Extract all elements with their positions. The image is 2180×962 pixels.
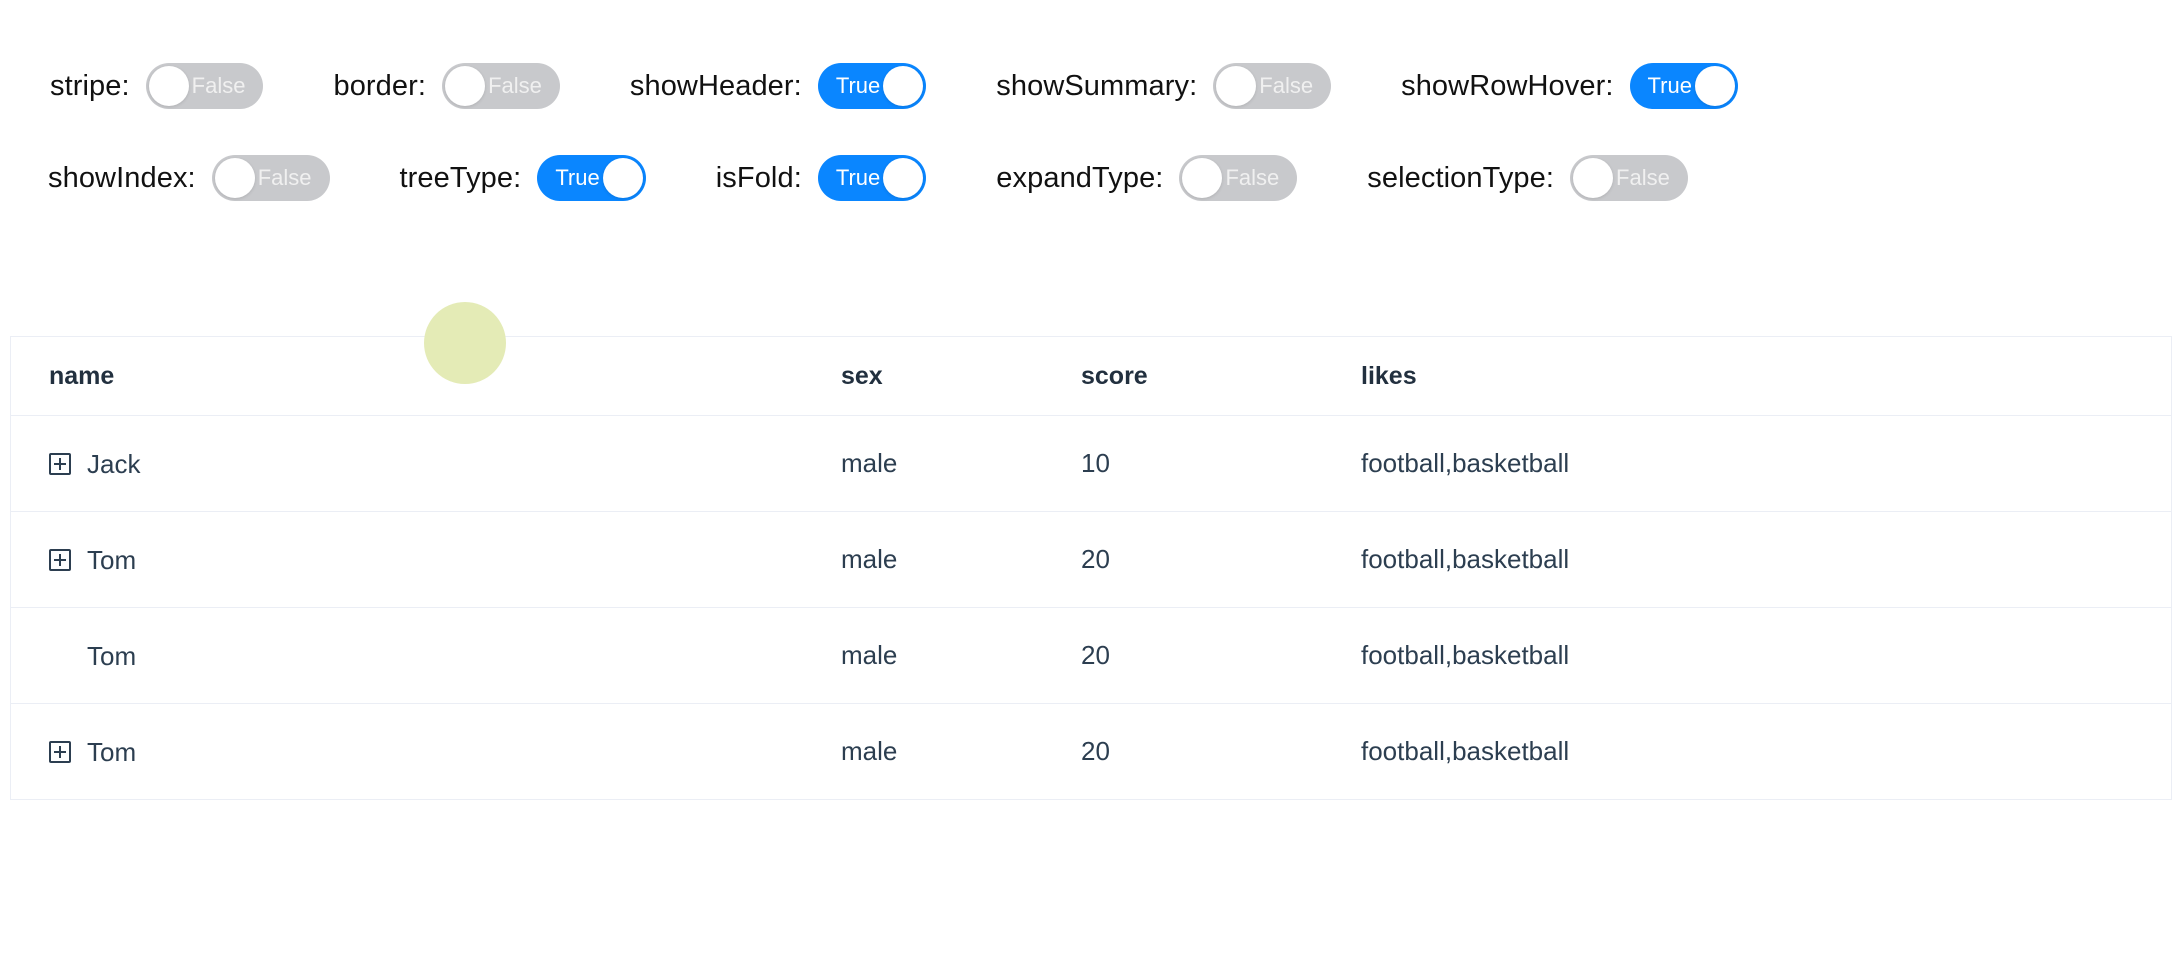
switch-label: showSummary: xyxy=(996,69,1198,102)
switch-value-text: False xyxy=(1616,165,1670,190)
expand-plus-icon[interactable] xyxy=(49,740,71,763)
toggle-switch-showrowhover[interactable]: True xyxy=(1629,63,1738,109)
switch-value-text: False xyxy=(191,73,246,98)
switch-value-text: True xyxy=(1647,73,1692,98)
data-table: name sex score likes Jack male 10 football,… xyxy=(10,336,2172,800)
switch-label: showHeader: xyxy=(629,69,802,102)
cell-name-text: Tom xyxy=(87,642,137,669)
switch-value-text: True xyxy=(835,165,881,190)
column-header-likes[interactable]: likes xyxy=(1361,361,1417,390)
switch-value-text: False xyxy=(1259,73,1314,98)
toggle-switch-showindex[interactable]: False xyxy=(211,155,330,201)
switch-value-text: False xyxy=(1225,165,1280,190)
toggle-switch-border[interactable]: False xyxy=(442,63,560,109)
switch-knob-icon[interactable] xyxy=(1216,66,1257,106)
switch-knob-icon[interactable] xyxy=(445,66,486,106)
cell-sex: male xyxy=(841,544,898,574)
cell-likes: football,basketball xyxy=(1361,448,1570,478)
toggle-switch-showheader[interactable]: True xyxy=(817,63,927,109)
expand-plus-icon[interactable] xyxy=(49,548,71,571)
switch-group-showindex: showIndex: False xyxy=(48,155,330,201)
cell-name-text: Tom xyxy=(87,546,137,573)
toggle-switch-isfold[interactable]: True xyxy=(817,155,927,201)
toggle-switch-selectiontype[interactable]: False xyxy=(1570,155,1688,201)
switch-label: showRowHover: xyxy=(1401,69,1614,102)
switch-value-text: True xyxy=(555,165,600,190)
switch-knob-icon[interactable] xyxy=(883,66,924,106)
switch-value-text: False xyxy=(488,73,542,98)
cell-name: Jack xyxy=(11,451,841,477)
switch-knob-icon[interactable] xyxy=(602,158,643,198)
switch-knob-icon[interactable] xyxy=(1573,158,1614,198)
switch-group-showheader: showHeader: True xyxy=(629,63,927,109)
switch-knob-icon[interactable] xyxy=(214,158,255,198)
controls-row-2: showIndex: False treeType: True isFold: True e… xyxy=(0,132,2180,224)
toggle-switch-treetype[interactable]: True xyxy=(537,155,646,201)
switch-group-treetype: treeType: True xyxy=(400,155,646,201)
switch-knob-icon[interactable] xyxy=(883,158,924,198)
switch-group-showsummary: showSummary: False xyxy=(996,63,1332,109)
switch-label: expandType: xyxy=(996,161,1164,194)
switch-label: isFold: xyxy=(715,161,802,194)
switch-knob-icon[interactable] xyxy=(1694,66,1735,106)
cell-sex: male xyxy=(841,448,898,478)
cell-score: 20 xyxy=(1081,544,1110,574)
switch-knob-icon[interactable] xyxy=(1182,158,1223,198)
switch-value-text: True xyxy=(835,73,881,98)
toggle-switch-showsummary[interactable]: False xyxy=(1213,63,1332,109)
switch-group-border: border: False xyxy=(333,63,560,109)
table-row[interactable]: Tom male 20 football,basketball xyxy=(11,704,2171,800)
cell-name-text: Tom xyxy=(87,738,137,765)
switch-label: showIndex: xyxy=(48,161,196,194)
table-header-row: name sex score likes xyxy=(11,337,2171,416)
switch-label: selectionType: xyxy=(1367,161,1555,194)
switch-knob-icon[interactable] xyxy=(148,66,189,106)
column-header-sex[interactable]: sex xyxy=(841,361,883,390)
cell-score: 20 xyxy=(1081,736,1110,766)
cell-likes: football,basketball xyxy=(1361,736,1570,766)
table-row[interactable]: Tom male 20 football,basketball xyxy=(11,608,2171,704)
cell-name: Tom xyxy=(11,739,841,765)
cell-sex: male xyxy=(841,736,898,766)
cell-score: 20 xyxy=(1081,640,1110,670)
switch-value-text: False xyxy=(257,165,312,190)
cell-likes: football,basketball xyxy=(1361,544,1570,574)
cell-sex: male xyxy=(841,640,898,670)
toggle-switch-expandtype[interactable]: False xyxy=(1179,155,1298,201)
column-header-score[interactable]: score xyxy=(1081,361,1148,390)
switch-label: treeType: xyxy=(399,161,522,194)
switch-group-selectiontype: selectionType: False xyxy=(1367,155,1688,201)
cell-name-text: Jack xyxy=(87,450,141,477)
expand-plus-icon[interactable] xyxy=(49,452,71,475)
switch-group-showrowhover: showRowHover: True xyxy=(1401,63,1738,109)
column-header-name[interactable]: name xyxy=(49,363,115,389)
table-row[interactable]: Jack male 10 football,basketball xyxy=(11,416,2171,512)
switch-group-stripe: stripe: False xyxy=(50,63,264,109)
switch-group-isfold: isFold: True xyxy=(716,155,927,201)
cell-name: Tom xyxy=(11,547,841,573)
switch-group-expandtype: expandType: False xyxy=(996,155,1298,201)
cell-name: Tom xyxy=(11,643,841,669)
cell-likes: football,basketball xyxy=(1361,640,1570,670)
toggle-switch-stripe[interactable]: False xyxy=(145,63,264,109)
cell-score: 10 xyxy=(1081,448,1110,478)
switch-label: stripe: xyxy=(50,69,130,102)
switch-label: border: xyxy=(333,69,427,102)
table-row[interactable]: Tom male 20 football,basketball xyxy=(11,512,2171,608)
